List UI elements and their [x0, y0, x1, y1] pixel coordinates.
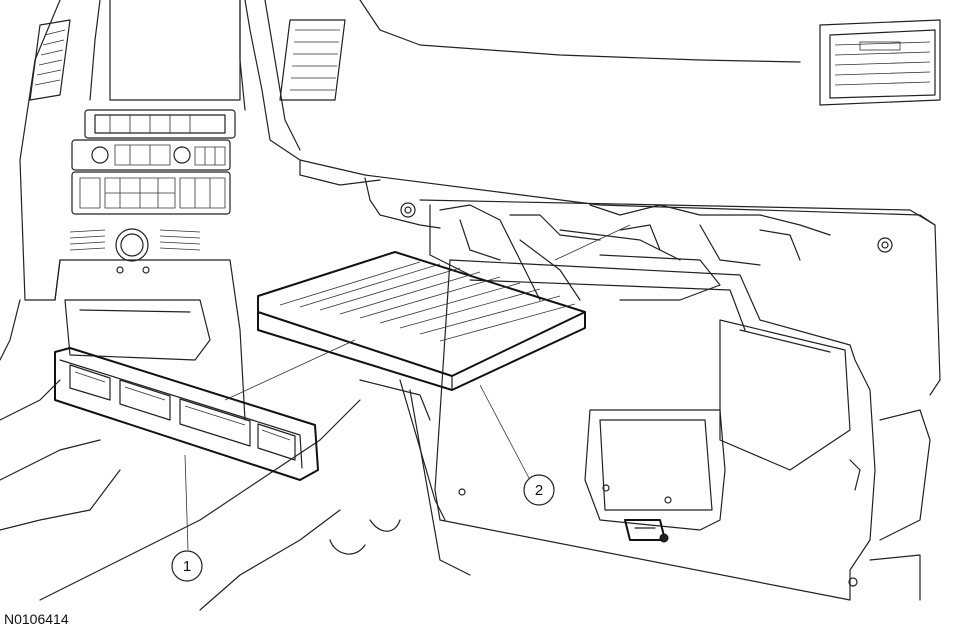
left-air-vent — [29, 19, 71, 101]
right-air-vent — [819, 19, 941, 106]
filter-access-cover — [54, 347, 319, 481]
callout-2: 2 — [523, 474, 555, 506]
figure-id: N0106414 — [4, 611, 69, 627]
callout-1: 1 — [171, 550, 203, 582]
callout-1-label: 1 — [183, 558, 191, 575]
hvac-housing — [400, 202, 893, 301]
glovebox-door — [434, 259, 931, 601]
instrument-panel — [0, 0, 941, 611]
cabin-air-filter — [257, 251, 586, 391]
callout-2-label: 2 — [535, 482, 543, 499]
console-opening — [64, 299, 211, 361]
center-air-vent — [279, 19, 346, 101]
radio-head-unit — [69, 0, 241, 274]
leader-lines — [184, 224, 631, 551]
